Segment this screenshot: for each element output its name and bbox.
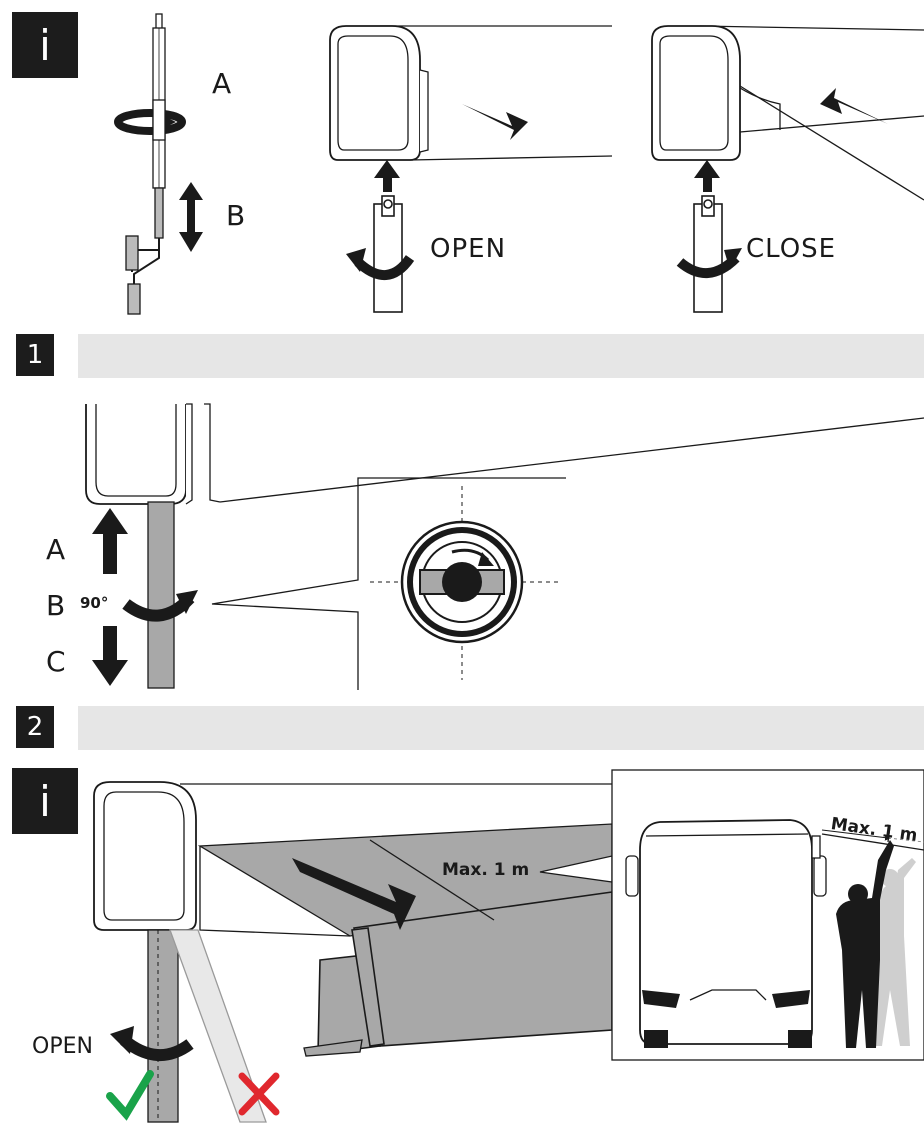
step1-label-a: A [46,536,65,564]
step1-label-b: B [46,592,65,620]
check-icon [110,1074,150,1114]
up-arrow-icon-2 [694,160,720,192]
awning-open-diagram [330,26,612,160]
top-label-a: A [212,70,231,98]
up-arrow-icon [374,160,400,192]
step1-angle: 90° [80,596,108,611]
rotate-arrow-icon [118,100,182,140]
pole-step2 [148,930,266,1122]
close-direction-arrow-icon [820,88,888,124]
up-down-arrow-icon [179,182,203,252]
open-label: OPEN [430,236,506,262]
step2-open-label: OPEN [32,1036,93,1058]
pole-icon [374,196,402,312]
max-label-main: Max. 1 m [442,862,529,879]
lock-detail-icon [370,486,560,680]
step1-label-c: C [46,648,66,676]
top-label-b: B [226,202,245,230]
open-direction-arrow-icon [462,104,528,140]
crank-handle-icon [126,14,165,314]
close-label: CLOSE [746,236,836,262]
awning-close-diagram [652,26,924,200]
pole-icon-2 [694,196,722,312]
pole-step1 [148,502,174,688]
awning-case-step1 [86,404,924,504]
